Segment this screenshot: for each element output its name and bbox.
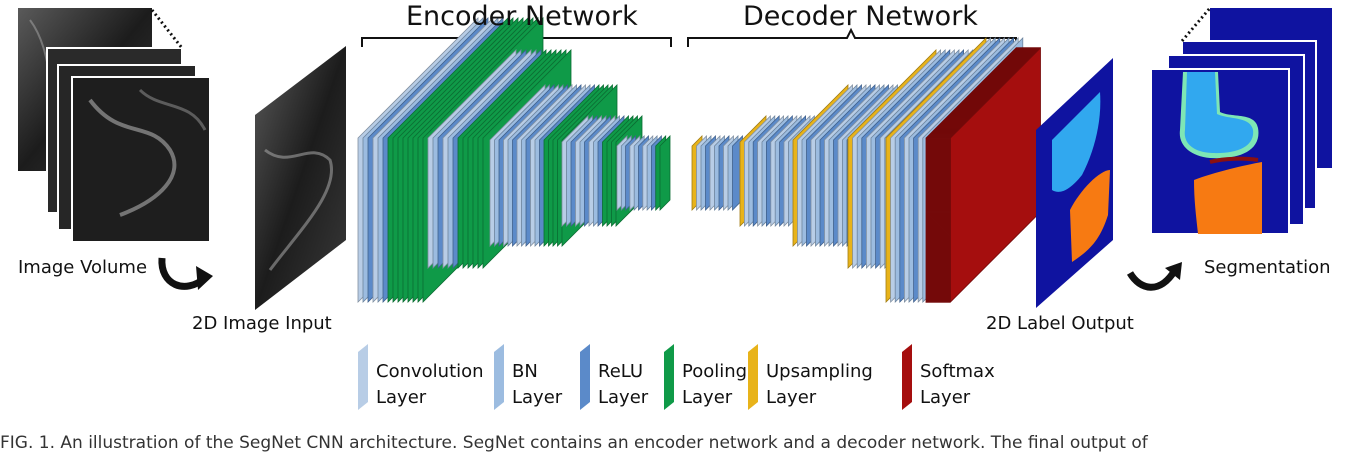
rotate-arrow-right-head <box>1165 262 1182 280</box>
image-input-slice <box>255 46 346 310</box>
image-input-label: 2D Image Input <box>192 313 332 334</box>
legend-swatch-convolution <box>358 344 368 410</box>
image-volume-label: Image Volume <box>18 257 148 278</box>
legend-label-line2: Layer <box>512 387 563 408</box>
decoder-title: Decoder Network <box>743 1 978 32</box>
legend-label-line2: Layer <box>920 387 971 408</box>
legend-label-line1: Softmax <box>920 361 995 382</box>
legend-swatch-relu <box>580 344 590 410</box>
projection-dots-left <box>150 9 184 49</box>
encoder-title: Encoder Network <box>406 1 638 32</box>
segmentation-stack <box>1150 7 1332 235</box>
legend-item-bn: BN Layer <box>512 359 562 411</box>
label-output-label: 2D Label Output <box>986 313 1134 334</box>
femur-region <box>1052 92 1101 192</box>
tibia-region <box>1070 170 1110 262</box>
legend-label-line1: Convolution <box>376 361 484 382</box>
legend-label-line1: Upsampling <box>766 361 873 382</box>
segmentation-label: Segmentation <box>1204 257 1331 278</box>
legend-item-relu: ReLU Layer <box>598 359 648 411</box>
image-volume-stack <box>18 8 211 243</box>
rotate-arrow-head <box>196 266 213 290</box>
legend-label-line2: Layer <box>766 387 817 408</box>
seg-femur <box>1184 72 1254 154</box>
legend-swatch-upsampling <box>748 344 758 410</box>
decoder-brace <box>687 27 1017 47</box>
legend-label-line1: ReLU <box>598 361 644 382</box>
seg-tibia <box>1194 162 1262 234</box>
legend-label-line1: Pooling <box>682 361 748 382</box>
figure-caption: FIG. 1. An illustration of the SegNet CN… <box>0 433 1148 453</box>
legend-label-line2: Layer <box>598 387 649 408</box>
legend-label-line1: BN <box>512 361 538 382</box>
legend-icons <box>358 344 912 410</box>
legend-label-line2: Layer <box>376 387 427 408</box>
rotate-arrow-right-icon <box>1126 268 1179 291</box>
legend-swatch-bn <box>494 344 504 410</box>
legend-label-line2: Layer <box>682 387 733 408</box>
pooling-layer <box>659 135 671 211</box>
legend-swatch-pooling <box>664 344 674 410</box>
network-layers <box>357 17 1041 303</box>
projection-dots-right <box>1180 7 1212 42</box>
legend-swatch-softmax <box>902 344 912 410</box>
